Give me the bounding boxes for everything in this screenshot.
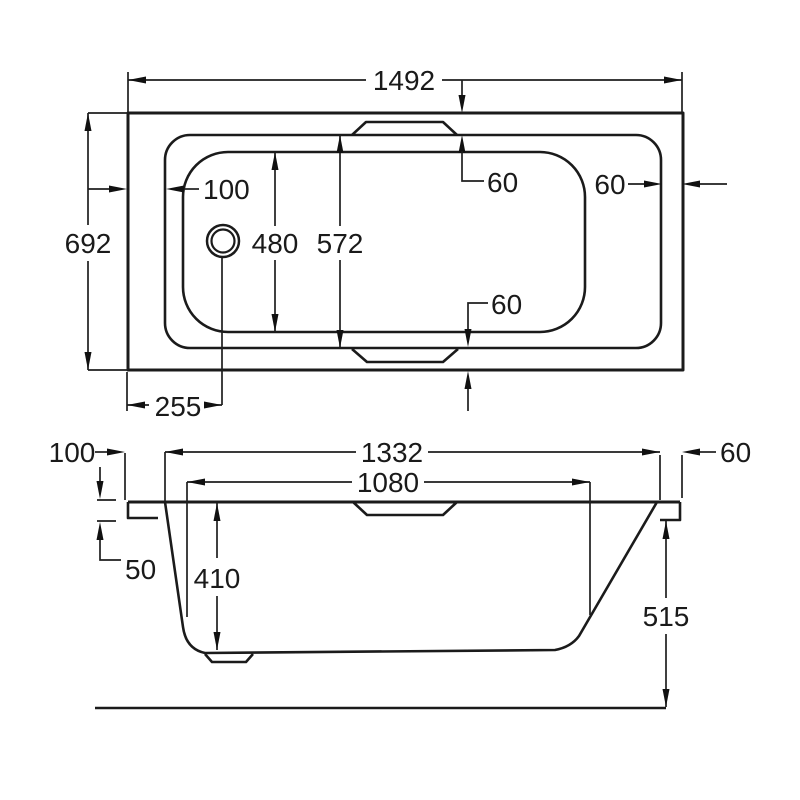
dim-text-1332: 1332 [361, 437, 423, 468]
dim-text-1080: 1080 [357, 467, 419, 498]
arrowhead [336, 135, 344, 153]
arrowhead [165, 448, 183, 456]
dim-text-60-top: 60 [487, 167, 518, 198]
dim-text-60-bottom: 60 [491, 289, 522, 320]
dim-text-480: 480 [252, 228, 299, 259]
dim-side-rim-right: 60 [681, 437, 751, 498]
arrowhead [271, 314, 279, 332]
arrowhead [662, 689, 670, 707]
dim-side-rim-drop: 50 [96, 467, 156, 585]
arrowhead [662, 521, 670, 539]
arrowhead [336, 330, 344, 348]
side-foot-tab [204, 653, 254, 664]
dim-plan-basin-width: 480 [252, 152, 299, 332]
arrowhead [213, 632, 221, 650]
arrowhead [464, 329, 472, 347]
arrowhead [682, 448, 700, 456]
arrowhead [84, 113, 92, 131]
dim-plan-overall-length: 1492 [127, 65, 683, 112]
dim-side-overall-height: 515 [643, 521, 690, 707]
dim-text-50: 50 [125, 554, 156, 585]
side-left-rim-step [126, 502, 158, 520]
dim-side-rim-overhang: 100 [49, 437, 126, 500]
arrowhead [166, 185, 184, 193]
side-basin-profile [163, 501, 659, 655]
dim-plan-rim-right: 60 [594, 169, 727, 200]
dim-text-100-plan: 100 [203, 174, 250, 205]
arrowhead [107, 448, 125, 456]
dim-text-692: 692 [65, 228, 112, 259]
dim-text-515: 515 [643, 601, 690, 632]
dim-text-572: 572 [317, 228, 364, 259]
plan-grip-recess-top [351, 120, 458, 136]
dim-side-rim-inner-length: 1332 [164, 437, 661, 501]
arrowhead [96, 522, 104, 540]
arrowhead [644, 180, 662, 188]
plan-basin-edge [181, 150, 587, 334]
dim-text-60-side: 60 [720, 437, 751, 468]
dim-text-410: 410 [194, 563, 241, 594]
arrowhead [128, 76, 146, 84]
dim-text-255: 255 [155, 391, 202, 422]
plan-rim-inner-edge [163, 133, 663, 350]
dim-plan-rim-inner-width: 572 [317, 135, 364, 348]
dim-plan-rim-top: 60 [458, 80, 518, 198]
plan-grip-recess-bottom [351, 348, 459, 364]
side-tub-outline [95, 500, 682, 710]
dim-plan-overall-width: 692 [65, 112, 128, 371]
dim-text-100-side: 100 [49, 437, 96, 468]
arrowhead [458, 135, 466, 153]
arrowhead [204, 401, 222, 409]
arrowhead [213, 503, 221, 521]
dim-plan-waste-offset: 255 [126, 258, 223, 422]
arrowhead [187, 478, 205, 486]
arrowhead [682, 180, 700, 188]
dim-side-basin-base-length: 1080 [186, 467, 591, 617]
dim-text-60-right: 60 [594, 169, 625, 200]
arrowhead [271, 152, 279, 170]
arrowhead [96, 481, 104, 499]
arrowhead [109, 185, 127, 193]
arrowhead [572, 478, 590, 486]
dim-plan-rim-bottom: 60 [464, 289, 522, 411]
drain-waste-inner-circle [210, 228, 236, 254]
drain-waste-outer-circle [205, 223, 241, 259]
arrowhead [464, 371, 472, 389]
side-view: 100 1332 60 1080 [49, 437, 751, 710]
arrowhead [458, 95, 466, 113]
arrowhead [642, 448, 660, 456]
side-right-rim-step [660, 502, 682, 522]
plan-tub-outline [126, 111, 685, 372]
plan-outer-edge [126, 111, 685, 372]
arrowhead [127, 401, 145, 409]
dim-plan-rim-left: 100 [88, 174, 250, 205]
plan-view: 1492 692 100 480 [65, 65, 727, 422]
side-grip-recess [352, 501, 458, 517]
dim-text-1492: 1492 [373, 65, 435, 96]
arrowhead [84, 352, 92, 370]
arrowhead [664, 76, 682, 84]
dim-side-inner-depth: 410 [194, 503, 241, 650]
